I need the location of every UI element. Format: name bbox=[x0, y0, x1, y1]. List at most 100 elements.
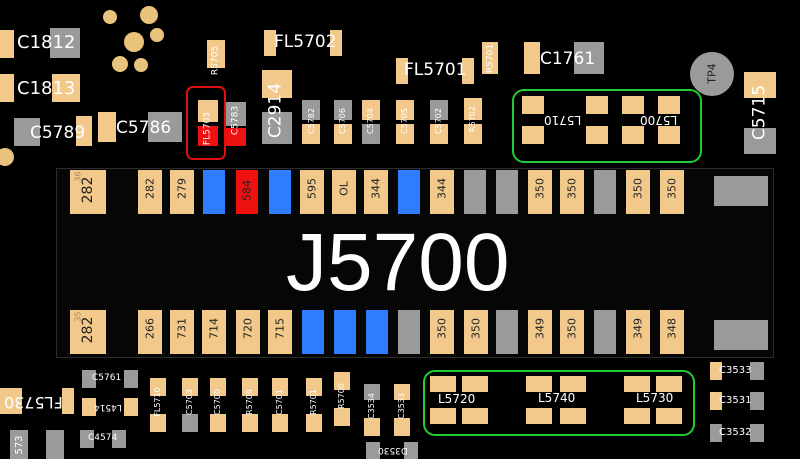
fl5710-pad-bottom bbox=[150, 414, 166, 432]
c5761-label: C5761 bbox=[92, 373, 122, 383]
c573-pad-2 bbox=[46, 430, 64, 459]
tp4-label: TP4 bbox=[705, 63, 719, 84]
bottom-pin-4: 714 bbox=[202, 310, 226, 354]
c1813-label: C1813 bbox=[17, 78, 76, 99]
c1761-label: C1761 bbox=[540, 49, 596, 69]
c3533a-pad-top bbox=[394, 384, 410, 400]
c5782-pad-top bbox=[302, 100, 320, 120]
c2914-label: C2914 bbox=[265, 82, 286, 139]
fl5702-pad-right bbox=[330, 30, 342, 56]
c5786-pad-left bbox=[98, 112, 116, 142]
c5704-pad-top bbox=[362, 100, 380, 120]
c5705-pad-top bbox=[396, 100, 414, 120]
c5701-label: C5701 bbox=[275, 389, 284, 415]
c5700-pad-bottom bbox=[210, 414, 226, 432]
top-pin-12: 350 bbox=[660, 170, 684, 214]
c3531-label: C3531 bbox=[719, 395, 752, 406]
l5710-pad-2 bbox=[586, 96, 608, 114]
c5715-label: C5715 bbox=[749, 84, 770, 141]
r5702-pad-top bbox=[464, 98, 482, 120]
l5700-pad-1 bbox=[622, 96, 644, 114]
c5702-label: C5702 bbox=[434, 108, 443, 134]
top-pin-6: OL bbox=[332, 170, 356, 214]
c5704-pad-bottom bbox=[362, 124, 380, 144]
c2914-pad-top bbox=[262, 70, 292, 98]
c3533-pad-right bbox=[750, 362, 764, 380]
l5730-pad-2 bbox=[656, 376, 682, 392]
top-end-pad bbox=[714, 176, 768, 206]
bottom-end-pad bbox=[714, 320, 768, 350]
fl5730-pad-right bbox=[62, 388, 74, 414]
top-pin-blue bbox=[203, 170, 225, 214]
top-pin-gray bbox=[594, 170, 616, 214]
bottom-pin-2: 266 bbox=[138, 310, 162, 354]
bottom-pin-9: 349 bbox=[528, 310, 552, 354]
bottom-pin-11: 349 bbox=[626, 310, 650, 354]
bottom-pin-gray bbox=[398, 310, 420, 354]
bottom-pin-8: 350 bbox=[464, 310, 488, 354]
c5715-pad-bottom bbox=[744, 128, 776, 154]
c3533-pad-left bbox=[710, 362, 722, 380]
c3531-pad-right bbox=[750, 392, 764, 410]
fl5701-pad-left bbox=[396, 58, 408, 84]
c5782-pad-bottom bbox=[302, 124, 320, 144]
c1813-pad-right bbox=[52, 74, 80, 102]
via bbox=[103, 10, 117, 24]
c5706-label: C5706 bbox=[338, 108, 347, 134]
r5701b-label: R5701 bbox=[309, 389, 318, 415]
via bbox=[124, 32, 144, 52]
l5720-pad-1 bbox=[430, 376, 456, 392]
c4574-pad-right bbox=[112, 430, 126, 448]
top-pin-11: 350 bbox=[626, 170, 650, 214]
r5700-label: R5700 bbox=[337, 383, 346, 409]
c2914-pad-bottom bbox=[262, 112, 292, 144]
c5706-pad-top bbox=[334, 100, 352, 120]
c1812-label: C1812 bbox=[17, 32, 76, 53]
l5700-pad-4 bbox=[658, 126, 680, 144]
r5701b-pad-top bbox=[306, 378, 322, 396]
r5709-label: R5709 bbox=[245, 389, 254, 415]
c4574-pad-left bbox=[80, 430, 94, 448]
fl5710-pad-top bbox=[150, 378, 166, 396]
fl5701-label: FL5701 bbox=[404, 60, 467, 80]
via bbox=[140, 6, 158, 24]
tp4-testpoint bbox=[690, 52, 734, 96]
bottom-pin-7: 350 bbox=[430, 310, 454, 354]
r5702-label: R5702 bbox=[468, 106, 477, 132]
connector-designator: J5700 bbox=[286, 217, 510, 308]
c3532-pad-right bbox=[750, 424, 764, 442]
l5740-pad-1 bbox=[526, 376, 552, 392]
c5701-pad-top bbox=[272, 378, 288, 396]
l5730-pad-3 bbox=[624, 408, 650, 424]
l5720-pad-3 bbox=[430, 408, 456, 424]
r5705-pad bbox=[207, 40, 225, 68]
via bbox=[150, 28, 164, 42]
c5783-label: C5783 bbox=[230, 105, 241, 136]
top-pin-4: 584 bbox=[236, 170, 258, 214]
fl5703-highlight bbox=[186, 86, 226, 160]
top-pin-blue bbox=[269, 170, 291, 214]
bottom-pin-6: 715 bbox=[268, 310, 292, 354]
bottom-pin-gray bbox=[496, 310, 518, 354]
top-pin-8: 344 bbox=[430, 170, 454, 214]
c5703-pad-bottom bbox=[182, 414, 198, 432]
r5700-pad-bottom bbox=[334, 408, 350, 426]
via bbox=[0, 148, 14, 166]
top-pin-gray bbox=[496, 170, 518, 214]
c573-label: 573 bbox=[14, 435, 25, 455]
top-pin-5: 595 bbox=[300, 170, 324, 214]
bottom-pin-blue bbox=[366, 310, 388, 354]
r5709-pad-bottom bbox=[242, 414, 258, 432]
c5783-pad-bottom bbox=[226, 128, 246, 146]
c5789-pad-left bbox=[14, 118, 40, 146]
l5730-pad-4 bbox=[656, 408, 682, 424]
l5710-pad-4 bbox=[586, 126, 608, 144]
top-pin-10: 350 bbox=[560, 170, 584, 214]
fl5702-label: FL5702 bbox=[274, 32, 337, 52]
d3530-pad-right bbox=[404, 442, 418, 459]
c1813-pad-left bbox=[0, 74, 14, 102]
l5720-label: L5720 bbox=[438, 392, 476, 406]
